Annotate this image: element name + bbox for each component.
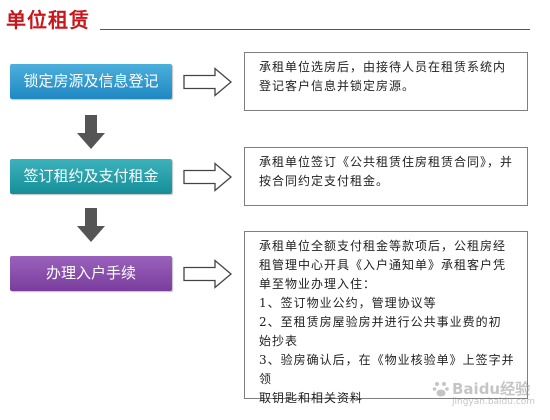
page-title: 单位租赁 bbox=[6, 8, 90, 32]
detail-line: 承租单位全额支付租金等款项后，公租房经 bbox=[259, 239, 507, 253]
right-arrow-icon bbox=[183, 67, 233, 97]
down-arrow-icon bbox=[77, 115, 105, 149]
title-divider bbox=[100, 29, 530, 30]
paw-logo-icon bbox=[432, 382, 449, 397]
step-1-detail-box: 承租单位选房后，由接待人员在租赁系统内 登记客户信息并锁定房源。 bbox=[244, 52, 528, 111]
step-move-in: 办理入户手续 bbox=[10, 256, 172, 291]
detail-line: 1、签订物业公约，管理协议等 bbox=[259, 296, 437, 310]
detail-line: 单至物业办理入住： bbox=[259, 277, 377, 291]
detail-line: 承租单位签订《公共租赁住房租赁合同》，并 bbox=[259, 155, 514, 169]
detail-line: 2、至租赁房屋验房并进行公共事业费的初 bbox=[259, 315, 502, 329]
detail-line: 按合同约定支付租金。 bbox=[259, 174, 390, 188]
detail-line: 登记客户信息并锁定房源。 bbox=[259, 79, 416, 93]
detail-line: 始抄表 bbox=[259, 334, 299, 348]
right-arrow-icon bbox=[183, 162, 233, 192]
watermark-text: Baidu经验 bbox=[452, 380, 531, 398]
detail-line: 取钥匙和相关资料 bbox=[259, 391, 364, 405]
step-3-detail-box: 承租单位全额支付租金等款项后，公租房经 租管理中心开具《入户通知单》承租客户凭 … bbox=[244, 231, 528, 405]
right-arrow-icon bbox=[183, 259, 233, 289]
detail-line: 租管理中心开具《入户通知单》承租客户凭 bbox=[259, 258, 507, 272]
watermark-url: jingyan.baidu.com bbox=[452, 397, 536, 407]
detail-line: 3、验房确认后，在《物业核验单》上签字并领 bbox=[259, 353, 515, 386]
step-sign-lease: 签订租约及支付租金 bbox=[10, 159, 172, 194]
down-arrow-icon bbox=[77, 208, 105, 242]
step-2-detail-box: 承租单位签订《公共租赁住房租赁合同》，并 按合同约定支付租金。 bbox=[244, 147, 528, 206]
step-lock-housing: 锁定房源及信息登记 bbox=[10, 64, 172, 99]
baidu-watermark: Baidu经验 jingyan.baidu.com bbox=[432, 376, 542, 412]
detail-line: 承租单位选房后，由接待人员在租赁系统内 bbox=[259, 60, 507, 74]
